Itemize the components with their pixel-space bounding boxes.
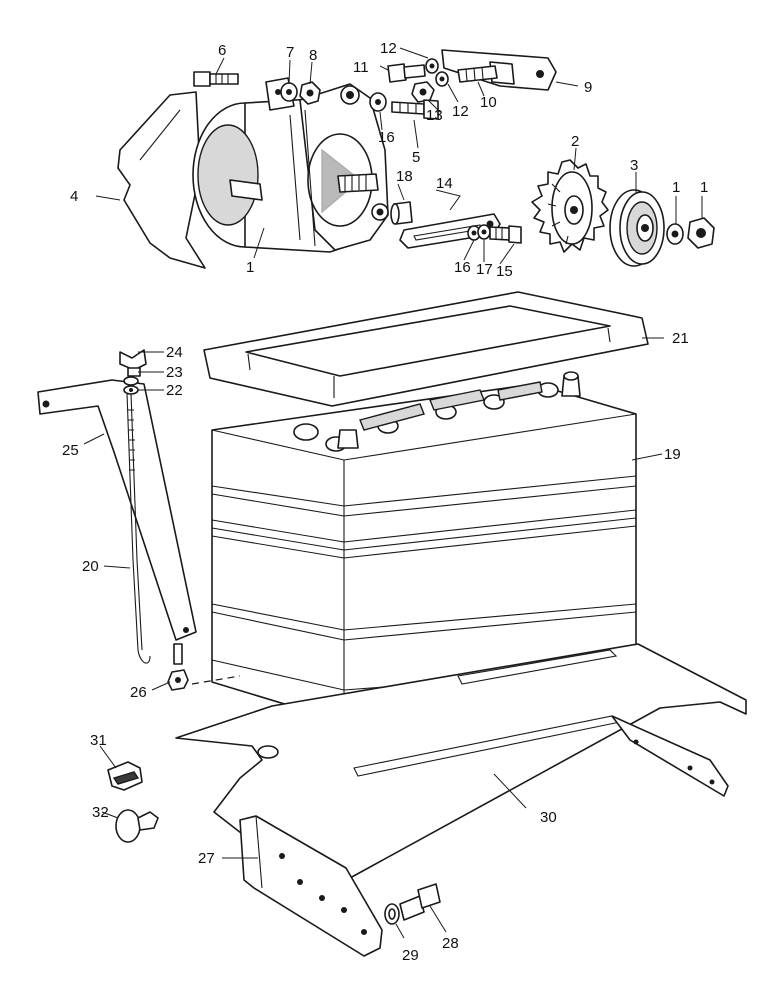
callout-1a: 1	[672, 179, 680, 196]
callout-16a: 16	[378, 129, 395, 146]
callout-19: 19	[664, 446, 681, 463]
support-bracket-25	[37, 379, 197, 641]
callout-16b: 16	[454, 259, 471, 276]
callout-22: 22	[166, 382, 183, 399]
alternator-shaft	[337, 173, 379, 193]
callout-9: 9	[584, 79, 592, 96]
callout-26: 26	[130, 684, 147, 701]
leader-lines	[83, 47, 703, 939]
callout-25: 25	[62, 442, 79, 459]
callout-5: 5	[412, 149, 420, 166]
callout-18: 18	[396, 168, 413, 185]
callout-17: 17	[476, 261, 493, 278]
callout-11: 11	[353, 59, 369, 76]
callout-28: 28	[442, 935, 459, 952]
bolt-11	[387, 63, 426, 83]
callout-21: 21	[672, 330, 689, 347]
fastener-32	[115, 809, 159, 843]
bolt-15	[489, 225, 522, 244]
callout-27: 27	[198, 850, 215, 867]
washer-12b	[435, 71, 449, 87]
washer-12a	[425, 58, 439, 74]
callout-3: 3	[630, 157, 638, 174]
bolt-6	[193, 71, 239, 87]
callout-1c: 1	[246, 259, 254, 276]
wing-nut-24	[119, 349, 147, 377]
callout-24: 24	[166, 344, 183, 361]
washer-1a	[666, 223, 684, 245]
callout-7: 7	[286, 44, 294, 61]
callout-12b: 12	[452, 103, 469, 120]
washer-22	[123, 385, 139, 395]
callout-14: 14	[436, 175, 453, 192]
bolt-5	[391, 99, 439, 120]
bolt-10	[457, 65, 498, 83]
nut-1b	[687, 217, 715, 249]
callout-31: 31	[90, 732, 107, 749]
pulley-3	[609, 189, 665, 267]
tray-bracket-27	[239, 815, 383, 957]
battery-tray-30	[175, 643, 747, 879]
callout-2: 2	[571, 133, 579, 150]
callout-labels: 6 7 8 12 11 9 10 12 13 16 5 2 3 1 1 14 1…	[62, 40, 708, 964]
callout-10: 10	[480, 94, 497, 111]
callout-20: 20	[82, 558, 99, 575]
alternator-body	[192, 77, 389, 253]
fan-2	[531, 159, 609, 253]
battery-clamp-frame-21	[203, 291, 649, 407]
washer-29	[384, 903, 400, 925]
callout-30: 30	[540, 809, 557, 826]
nut-13	[411, 81, 435, 103]
callout-8: 8	[309, 47, 317, 64]
assembly-line	[191, 675, 241, 685]
spacer-post	[173, 643, 183, 665]
callout-23: 23	[166, 364, 183, 381]
callout-1b: 1	[700, 179, 708, 196]
washer-23	[123, 376, 139, 386]
callout-29: 29	[402, 947, 419, 964]
alternator-shield	[117, 91, 206, 269]
nut-8	[299, 81, 321, 105]
washer-17	[477, 224, 491, 240]
washer-7	[280, 82, 298, 102]
callout-32: 32	[92, 804, 109, 821]
callout-13: 13	[426, 107, 443, 124]
callout-4: 4	[70, 188, 78, 205]
callout-6: 6	[218, 42, 226, 59]
washer-16a	[369, 92, 387, 112]
spacer-18	[390, 201, 413, 225]
bolt-28	[399, 883, 441, 921]
callout-15: 15	[496, 263, 513, 280]
callout-12a: 12	[380, 40, 397, 57]
clip-31	[107, 761, 143, 791]
nut-26	[167, 669, 189, 691]
hold-down-rod-20	[126, 392, 151, 664]
